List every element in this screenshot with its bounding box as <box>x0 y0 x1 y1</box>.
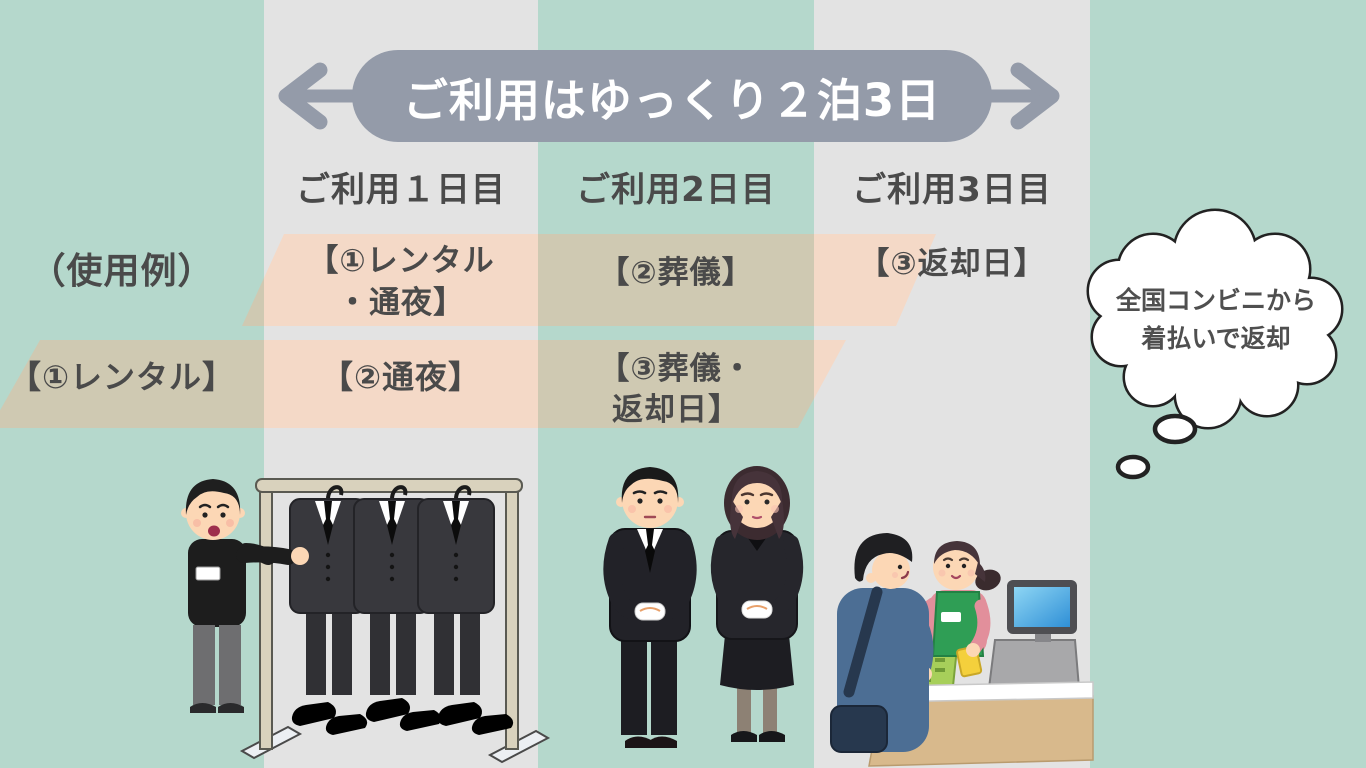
right-arrow-head-icon <box>1010 62 1060 130</box>
timeline-band-row2 <box>0 340 846 428</box>
black-shoes <box>291 698 514 735</box>
column-header-day2: ご利用2日目 <box>576 169 776 210</box>
example-label: （使用例） <box>29 251 215 292</box>
mourner-woman <box>710 466 804 742</box>
band-label-tsuya2: 【②通夜】 <box>320 358 482 396</box>
thought-dot-small <box>1115 454 1151 480</box>
customer <box>830 533 934 753</box>
band-label-rental-tsuya: 【①レンタル ・通夜】 <box>307 243 495 321</box>
mourner-man <box>603 467 697 748</box>
band-label-rental2: 【①レンタル】 <box>8 358 236 396</box>
band-label-sogi: 【②葬儀】 <box>598 255 754 291</box>
salesperson <box>181 479 309 713</box>
banner-pill <box>352 50 992 142</box>
band-label-henkyaku: 【③返却日】 <box>858 246 1046 282</box>
banner-title: ご利用はゆっくり２泊3日 <box>402 73 942 127</box>
column-header-day1: ご利用１日目 <box>296 169 506 210</box>
cash-register <box>987 580 1081 689</box>
band-label-sogi-henkyaku: 【③葬儀・ 返却日】 <box>598 351 754 428</box>
column-header-day3: ご利用3日目 <box>852 169 1052 210</box>
left-arrow-head-icon <box>278 62 328 130</box>
black-suits-on-hangers <box>289 485 495 695</box>
bubble-text: 全国コンビニから 着払いで返却 <box>1115 286 1316 353</box>
thought-bubble <box>1086 208 1344 480</box>
convenience-store-checkout-illustration <box>830 533 1094 767</box>
duration-banner-graphic <box>278 50 1060 142</box>
thought-dot-large <box>1152 413 1198 445</box>
salesperson-suit-rack-illustration <box>181 478 551 764</box>
mourners-illustration <box>603 466 804 748</box>
